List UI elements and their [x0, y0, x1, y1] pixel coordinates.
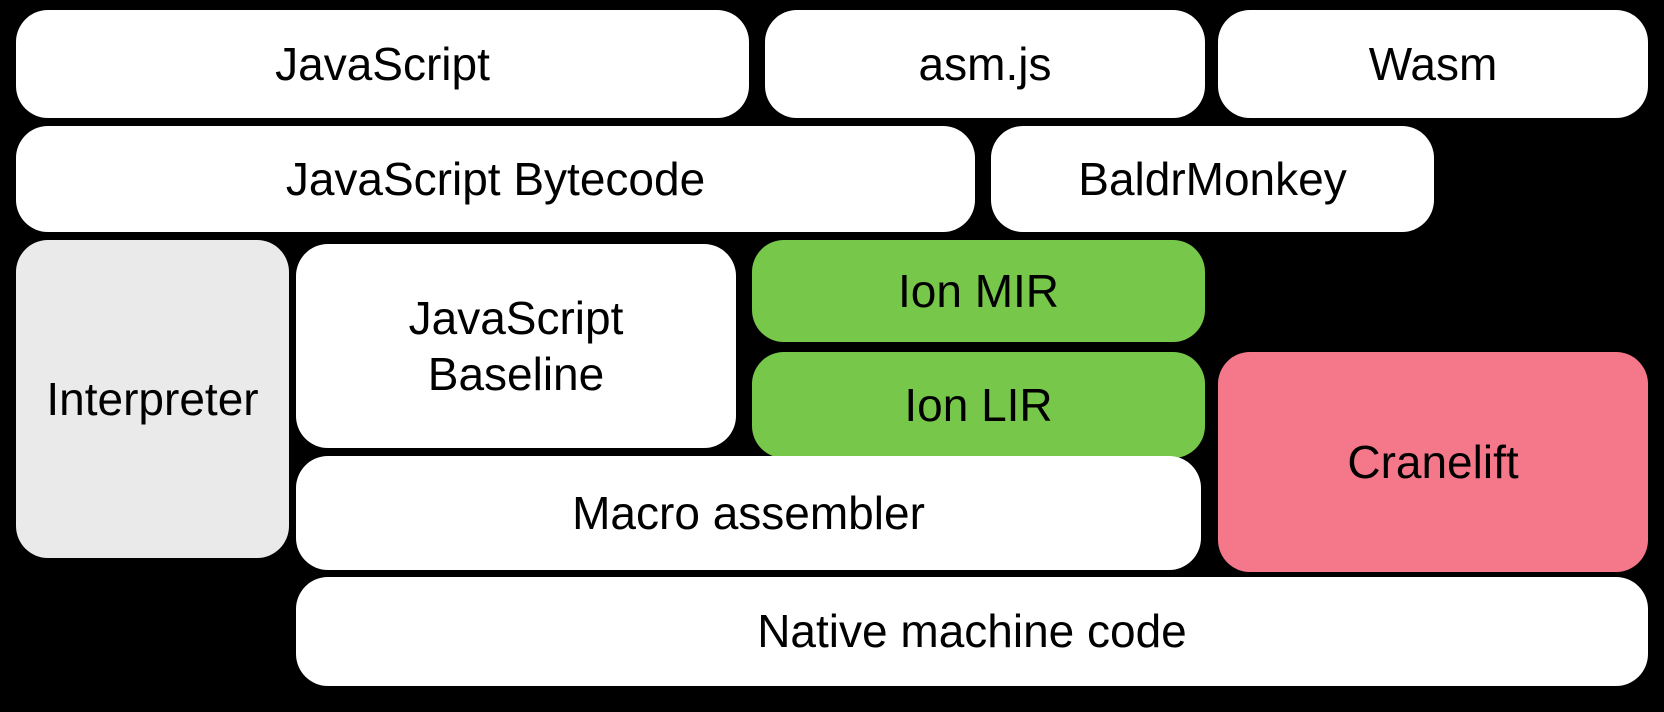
node-macro-assembler: Macro assembler [296, 456, 1201, 570]
node-ion-lir-label: Ion LIR [904, 378, 1053, 431]
node-native-machine-code-label: Native machine code [757, 605, 1187, 658]
node-ion-lir: Ion LIR [752, 352, 1205, 458]
node-javascript-bytecode-label: JavaScript Bytecode [285, 152, 706, 205]
node-macro-assembler-label: Macro assembler [572, 486, 925, 539]
node-ion-mir: Ion MIR [752, 240, 1205, 342]
node-wasm-label: Wasm [1368, 37, 1498, 90]
node-cranelift-label: Cranelift [1347, 435, 1519, 488]
node-baldrmonkey-label: BaldrMonkey [1078, 152, 1347, 205]
node-asmjs: asm.js [765, 10, 1205, 118]
node-asmjs-label: asm.js [918, 37, 1052, 90]
node-wasm: Wasm [1218, 10, 1648, 118]
node-interpreter-label: Interpreter [46, 372, 259, 425]
node-javascript-baseline: JavaScript Baseline [296, 244, 736, 448]
node-cranelift: Cranelift [1218, 352, 1648, 572]
node-javascript-bytecode: JavaScript Bytecode [16, 126, 975, 232]
node-ion-mir-label: Ion MIR [897, 264, 1060, 317]
node-native-machine-code: Native machine code [296, 577, 1648, 686]
node-interpreter: Interpreter [16, 240, 289, 558]
node-baldrmonkey: BaldrMonkey [991, 126, 1434, 232]
node-javascript-baseline-label: JavaScript Baseline [408, 291, 624, 400]
node-javascript-label: JavaScript [275, 37, 490, 90]
node-javascript: JavaScript [16, 10, 749, 118]
